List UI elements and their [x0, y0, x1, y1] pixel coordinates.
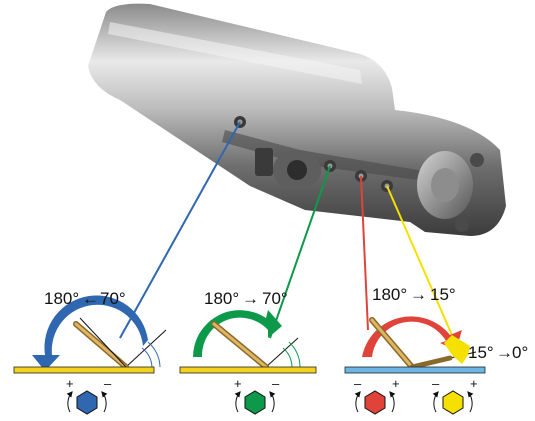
- leader-line-green: [269, 165, 331, 339]
- angle-from: 180°: [204, 289, 239, 308]
- leader-line-blue: [119, 121, 241, 339]
- angle-to: 70°: [262, 289, 288, 308]
- panel-blue: 180° ← 70°: [13, 289, 167, 374]
- angle-from: 15°: [468, 343, 494, 362]
- valve-hex-green: + –: [234, 376, 280, 415]
- panel-red: 180° → 15° 15° → 0°: [344, 285, 528, 374]
- door-bar-green-panel: [179, 366, 317, 374]
- angle-arrow: →: [242, 289, 259, 308]
- door-closer-body: [88, 3, 506, 236]
- sign-right: –: [104, 376, 112, 391]
- valve-hex-yellow: – +: [432, 376, 478, 415]
- door-bar-blue-panel: [13, 366, 155, 374]
- sign-left: +: [234, 376, 242, 391]
- valve-hex-red: – +: [354, 376, 400, 415]
- angle-arrow: →: [496, 343, 513, 362]
- valve-hex-blue: + –: [66, 376, 112, 415]
- sign-left: +: [66, 376, 74, 391]
- angle-to: 70°: [100, 289, 126, 308]
- angle-arrow: ←: [82, 289, 99, 308]
- sign-left: –: [432, 376, 440, 391]
- angle-from: 180°: [44, 289, 79, 308]
- sign-right: +: [392, 376, 400, 391]
- sign-right: +: [470, 376, 478, 391]
- panel-green: 180° → 70°: [179, 289, 317, 374]
- sign-left: –: [354, 376, 362, 391]
- leader-line-red: [360, 175, 369, 331]
- angle-to: 0°: [512, 343, 528, 362]
- sign-right: –: [272, 376, 280, 391]
- angle-from: 180°: [372, 285, 407, 304]
- leader-line-yellow: [386, 185, 456, 343]
- angle-arrow: →: [410, 285, 427, 304]
- angle-to: 15°: [430, 285, 456, 304]
- door-bar-red-panel: [344, 366, 486, 374]
